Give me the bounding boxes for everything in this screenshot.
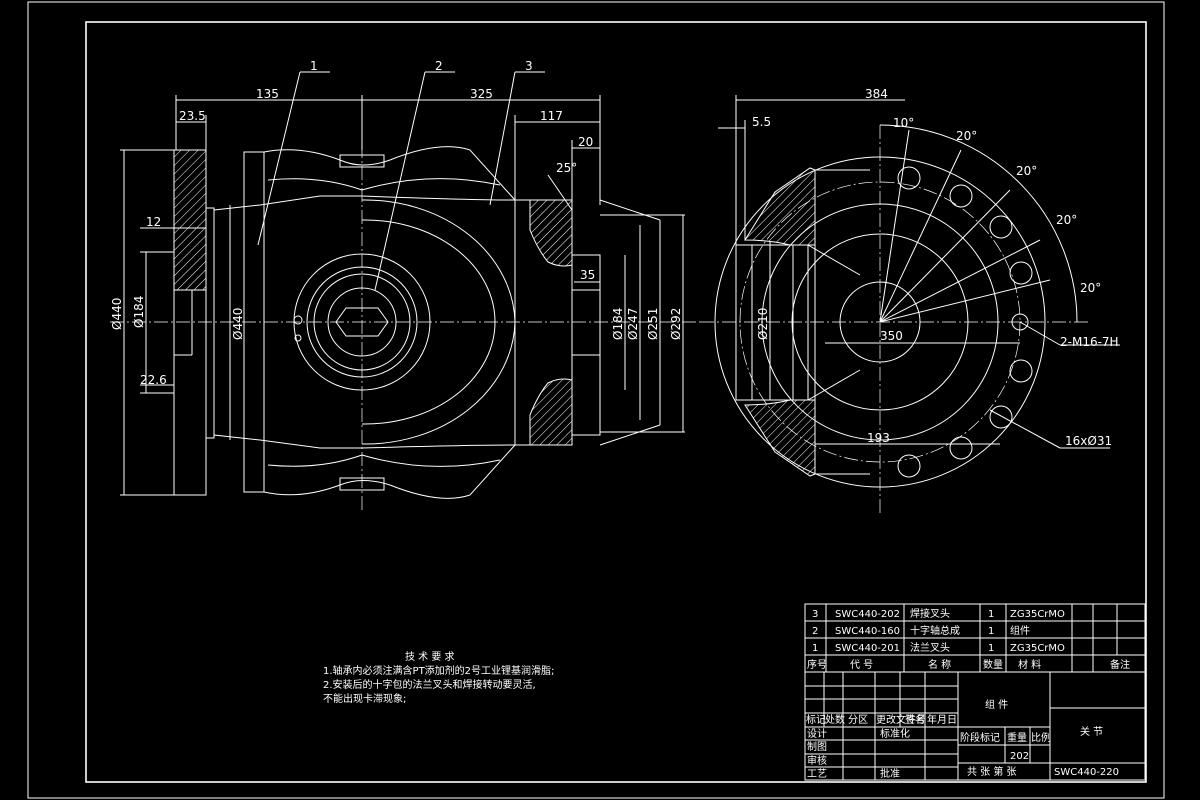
- approve-label: 批准: [880, 767, 900, 780]
- title-block: 3 SWC440-202 焊接叉头 1 ZG35CrMO 2 SWC440-16…: [804, 603, 1146, 781]
- dim-phi210: Ø210: [756, 308, 770, 340]
- bom-header-note: 备注: [1110, 658, 1130, 671]
- bom-code-1: SWC440-201: [835, 643, 900, 654]
- drawing-number: SWC440-220: [1054, 767, 1119, 778]
- dim-20: 20: [578, 135, 593, 149]
- bom-mat-3: ZG35CrMO: [1010, 609, 1065, 620]
- rev-label-2: 分区: [848, 714, 868, 726]
- bom-code-3: SWC440-202: [835, 609, 900, 620]
- bom-seq-3: 3: [812, 609, 818, 620]
- left-view-labels: 1 2 3 135 325 117 23.5 20 25° 35 12 22.6…: [110, 59, 683, 387]
- outer-border: [27, 1, 1165, 799]
- bom-seq-1: 1: [812, 643, 818, 654]
- role-review: 审核: [807, 754, 827, 767]
- right-view: [700, 95, 1120, 515]
- bom-qty-1: 1: [988, 643, 994, 654]
- tech-line-1: 1.轴承内必须注满含PT添加剂的2号工业锂基润滑脂;: [323, 664, 554, 677]
- dim-35: 35: [580, 268, 595, 282]
- bom-qty-2: 1: [988, 626, 994, 637]
- dim-phi440-outer: Ø440: [110, 298, 124, 330]
- dim-117: 117: [540, 109, 563, 123]
- tech-title: 技 术 要 求: [405, 650, 455, 663]
- bom-header-code: 代 号: [850, 659, 873, 671]
- thread-label: 2-M16-7H: [1060, 335, 1119, 349]
- dim-23-5: 23.5: [179, 109, 206, 123]
- rev-label-3: 更改文件号: [876, 713, 926, 726]
- sheets-label: 共 张 第 张: [967, 765, 1017, 778]
- holes-label: 16xØ31: [1065, 434, 1112, 448]
- angle-10: 10°: [893, 116, 914, 130]
- part-label-1: 1: [310, 59, 318, 73]
- rev-label-1: 处数: [825, 713, 845, 726]
- dim-phi184-right: Ø184: [611, 308, 625, 340]
- role-design: 设计: [807, 727, 827, 740]
- rev-label-4: 签名: [905, 713, 925, 726]
- rev-label-0: 标记: [806, 714, 826, 726]
- scale-value: 202: [1010, 751, 1029, 762]
- stage-label: 阶段标记: [960, 731, 1000, 744]
- part-label-2: 2: [435, 59, 443, 73]
- assembly-label: 组 件: [985, 698, 1008, 711]
- dim-25deg: 25°: [556, 161, 577, 175]
- rev-label-5: 年月日: [927, 713, 957, 726]
- role-process: 工艺: [807, 768, 827, 780]
- bom-mat-1: ZG35CrMO: [1010, 643, 1065, 654]
- bom-header-material: 材 料: [1018, 658, 1041, 671]
- bom-seq-2: 2: [812, 626, 818, 637]
- tech-line-2: 2.安装后的十字包的法兰叉头和焊接转动要灵活,: [323, 678, 536, 691]
- right-view-labels: 384 5.5 10° 20° 20° 20° 20° Ø210 350 2-M…: [752, 87, 1119, 448]
- dim-12: 12: [146, 215, 161, 229]
- dim-384: 384: [865, 87, 888, 101]
- bom-code-2: SWC440-160: [835, 626, 900, 637]
- ratio-label: 比例: [1031, 731, 1051, 744]
- dim-135: 135: [256, 87, 279, 101]
- weight-label: 重量: [1007, 731, 1027, 744]
- dim-phi251: Ø251: [646, 308, 660, 340]
- dim-5-5: 5.5: [752, 115, 771, 129]
- tech-requirements: 技 术 要 求 1.轴承内必须注满含PT添加剂的2号工业锂基润滑脂; 2.安装后…: [323, 650, 554, 705]
- bom-name-1: 法兰叉头: [910, 641, 950, 654]
- dim-phi292: Ø292: [669, 308, 683, 340]
- left-view: [110, 71, 700, 510]
- drawing-title: 关 节: [1080, 725, 1103, 738]
- bom-header-name: 名 称: [928, 658, 951, 671]
- dim-193: 193: [867, 431, 890, 445]
- dim-350: 350: [880, 329, 903, 343]
- dim-22-6: 22.6: [140, 373, 167, 387]
- role-drafting: 制图: [807, 740, 827, 753]
- angle-20-4: 20°: [1080, 281, 1101, 295]
- part-label-3: 3: [525, 59, 533, 73]
- bom-qty-3: 1: [988, 609, 994, 620]
- bom-mat-2: 组件: [1010, 624, 1030, 637]
- bom-header-seq: 序号: [807, 658, 827, 671]
- dim-phi440-inner: Ø440: [231, 308, 245, 340]
- tech-line-3: 不能出现卡滞现象;: [323, 692, 406, 705]
- dim-325: 325: [470, 87, 493, 101]
- std-label: 标准化: [880, 727, 910, 740]
- bom-name-3: 焊接叉头: [910, 607, 950, 620]
- angle-20-2: 20°: [1016, 164, 1037, 178]
- dim-phi184-left: Ø184: [132, 296, 146, 328]
- angle-20-3: 20°: [1056, 213, 1077, 227]
- inner-border: [85, 21, 1147, 783]
- bom-header-qty: 数量: [983, 658, 1003, 671]
- dim-phi247: Ø247: [626, 308, 640, 340]
- bom-name-2: 十字轴总成: [910, 624, 960, 637]
- angle-20-1: 20°: [956, 129, 977, 143]
